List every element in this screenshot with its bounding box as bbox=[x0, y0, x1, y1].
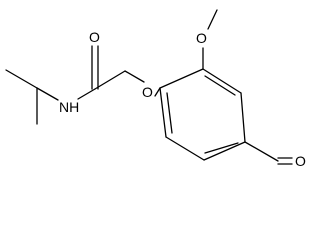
amide-nh-label: NH bbox=[59, 99, 79, 115]
ring-bond-3 bbox=[240, 92, 246, 143]
carbonyl-oxygen-label: O bbox=[89, 29, 100, 45]
bonds bbox=[5, 9, 293, 165]
ether-oxygen-label: O bbox=[142, 84, 153, 100]
bond-n-to-carbonyl-carbon bbox=[77, 88, 96, 100]
bond-ch2-to-ether-o bbox=[124, 70, 145, 83]
bond-methoxy-o-to-ch3 bbox=[207, 9, 218, 30]
ring-bond-5 bbox=[165, 136, 205, 161]
methoxy-oxygen-label: O bbox=[196, 30, 207, 46]
aldehyde-oxygen-label: O bbox=[295, 153, 306, 169]
ring-bond-4 bbox=[203, 141, 246, 161]
ring-bond-6 bbox=[159, 87, 167, 138]
ring-double-bond-right bbox=[204, 142, 239, 154]
bond-carbonyl-to-ch2 bbox=[94, 70, 126, 90]
bond-isopropyl-upper-methyl bbox=[5, 69, 38, 89]
ring-double-bond-left bbox=[166, 92, 173, 134]
ring-bond-2 bbox=[202, 68, 242, 94]
atom-labels: O NH O O O bbox=[59, 29, 306, 169]
ring-double-bond-top bbox=[204, 75, 236, 96]
bond-ring-to-aldehyde-c bbox=[244, 141, 279, 162]
ring-bond-1 bbox=[159, 68, 204, 89]
bond-isopropyl-ch-to-n bbox=[36, 87, 59, 101]
chemical-structure: O NH O O O bbox=[5, 9, 306, 169]
bond-ether-o-to-ring bbox=[154, 87, 161, 97]
